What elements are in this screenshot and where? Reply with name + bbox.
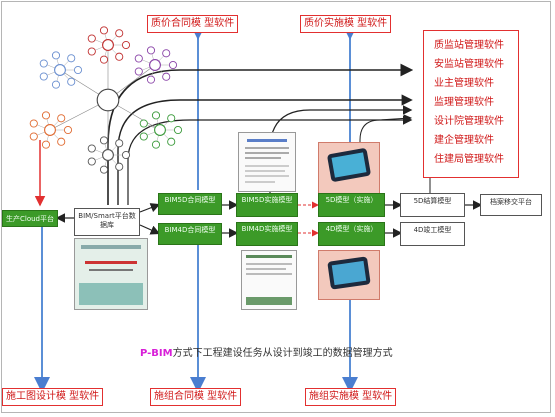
top-label-contract-pricing: 质价合同模 型软件 (147, 15, 239, 33)
cluster-node (134, 67, 143, 76)
cluster-node (115, 162, 124, 171)
caption-prefix: P-BIM (140, 348, 173, 359)
cluster-node (139, 119, 148, 128)
cluster-node (87, 34, 96, 43)
document-thumbnail (238, 132, 296, 192)
cluster-node (115, 52, 124, 61)
box-impl-bottom: BIM4D实施模型 (236, 222, 298, 246)
document-thumbnail (74, 238, 148, 310)
box-red-top: 5D模型（实施） (318, 193, 385, 217)
cluster-node (99, 26, 109, 35)
stakeholder-list: 质监站管理软件 安监站管理软件 业主管理软件 监理管理软件 设计院管理软件 建企… (423, 30, 519, 178)
cluster-node (87, 157, 96, 166)
document-thumbnail (241, 250, 297, 310)
document-cover-icon (79, 245, 143, 305)
cluster-hub (149, 59, 161, 71)
cluster-node (63, 125, 73, 135)
stakeholder-bubble-cluster (29, 26, 183, 174)
caption-text: 方式下工程建设任务从设计到竣工的数据管理方式 (172, 348, 393, 359)
stakeholder-item: 监理管理软件 (434, 97, 494, 108)
cluster-node (67, 77, 76, 86)
box-contract-bottom: BIM4D合同模型 (158, 223, 222, 245)
box-bim-platform: BIM/Smart平台数据库 (74, 208, 140, 236)
cluster-node (87, 47, 96, 56)
box-archive: 档案移交平台 (480, 194, 542, 216)
cluster-node (51, 80, 61, 89)
stakeholder-item: 业主管理软件 (434, 78, 494, 89)
stakeholder-item: 质监站管理软件 (434, 40, 504, 51)
cluster-hub (102, 39, 114, 51)
cluster-node (173, 125, 183, 135)
cluster-node (99, 165, 109, 174)
cluster-node (168, 60, 178, 70)
cluster-node (73, 65, 83, 75)
cluster-hub (44, 124, 56, 136)
cluster-node (167, 137, 176, 146)
document-lines-icon (245, 139, 289, 183)
phone-icon (327, 148, 371, 182)
bottom-label-implementation: 施组实施模 型软件 (305, 388, 397, 406)
stakeholder-item: 安监站管理软件 (434, 59, 504, 70)
cluster-node (57, 114, 66, 123)
cluster-node (39, 72, 48, 81)
box-red-bottom: 4D模型（实施） (318, 222, 385, 246)
cluster-node (146, 75, 156, 84)
bottom-label-design: 施工图设计模 型软件 (2, 388, 104, 406)
phone-photo (318, 250, 380, 300)
cluster-node (134, 54, 143, 63)
flow-curve-outer (107, 63, 414, 205)
stakeholder-item: 设计院管理软件 (434, 116, 504, 127)
box-final-bottom: 4D竣工模型 (400, 222, 465, 246)
cluster-node (115, 29, 124, 38)
cluster-node (87, 144, 96, 153)
cluster-node (99, 136, 109, 145)
box-impl-top: BIM5D实施模型 (236, 193, 298, 217)
top-label-implementation-pricing: 质价实施模 型软件 (300, 15, 392, 33)
box-final-top: 5D结算模型 (400, 193, 465, 217)
cluster-node (167, 114, 176, 123)
flow-curve-stage3 (359, 114, 412, 195)
cluster-node (162, 49, 171, 58)
cluster-node (67, 54, 76, 63)
diagram-caption: P-BIM方式下工程建设任务从设计到竣工的数据管理方式 (140, 344, 393, 359)
cluster-hub (102, 149, 114, 161)
cluster-node (162, 72, 171, 81)
phone-icon (327, 256, 371, 290)
cluster-node (146, 46, 156, 55)
phone-photo (318, 142, 380, 194)
outer-frame (1, 1, 551, 413)
cluster-node (99, 55, 109, 64)
cluster-node (41, 111, 51, 120)
cluster-node (151, 140, 161, 149)
cluster-hub (54, 64, 66, 76)
document-lines-icon (246, 255, 292, 305)
cluster-node (121, 40, 131, 50)
cluster-node (29, 119, 38, 128)
stakeholder-item: 建企管理软件 (434, 135, 494, 146)
arrow-bim-to-contract-bottom (139, 224, 161, 235)
cluster-node (151, 111, 161, 120)
box-contract-top: BIM5D合同模型 (158, 193, 222, 215)
box-production-cloud: 生产Cloud平台 (2, 210, 58, 227)
arrow-bim-to-contract-top (139, 203, 161, 213)
cluster-node (41, 140, 51, 149)
cluster-node (121, 150, 131, 160)
stakeholder-item: 住建局管理软件 (434, 154, 504, 165)
cluster-hub (154, 124, 166, 136)
cluster-node (29, 132, 38, 141)
cluster-node (139, 132, 148, 141)
cluster-hub-center (96, 88, 120, 112)
bottom-label-contract: 施组合同模 型软件 (150, 388, 242, 406)
cluster-node (115, 139, 124, 148)
cluster-node (57, 137, 66, 146)
cluster-node (51, 51, 61, 60)
cluster-node (39, 59, 48, 68)
